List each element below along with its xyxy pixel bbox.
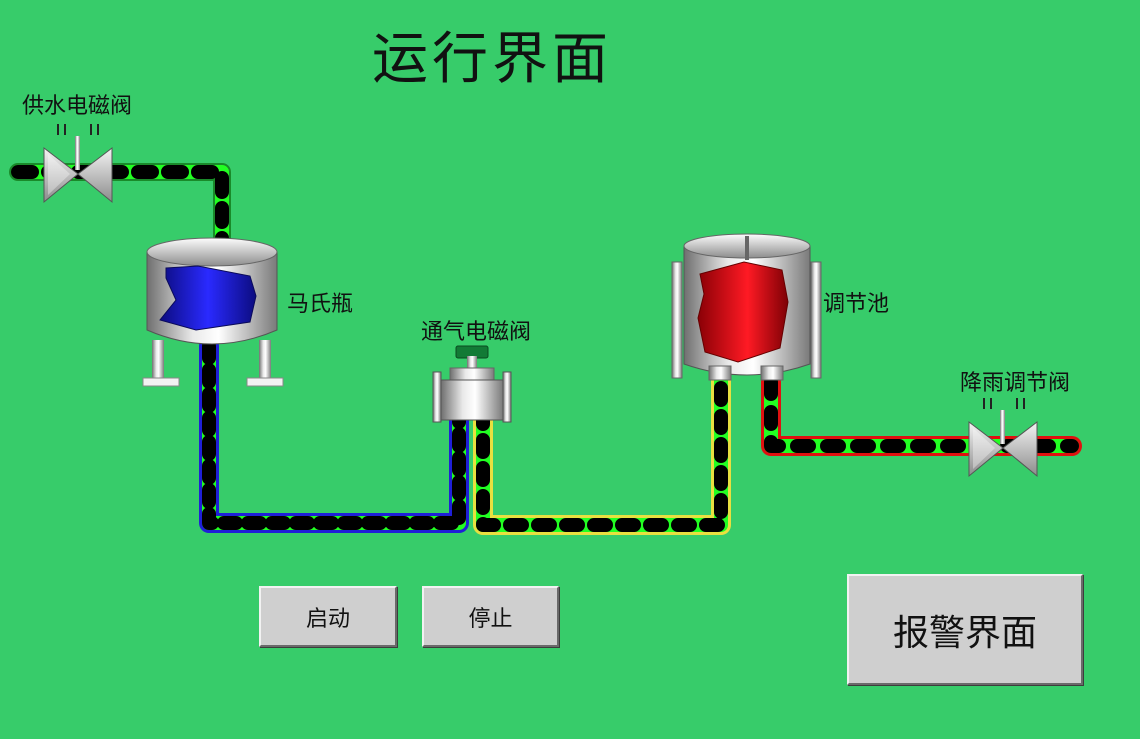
tank-liquid [697, 261, 789, 363]
page-title: 运行界面 [372, 27, 612, 92]
supply-valve-label: 供水电磁阀 [22, 94, 133, 119]
vent-to-tank-pipe [473, 368, 731, 535]
vent-valve-icon[interactable] [432, 345, 512, 423]
mariotte-bottle-label: 马氏瓶 [287, 292, 354, 317]
regulating-tank-label: 调节池 [823, 292, 890, 317]
rain-valve-icon[interactable] [968, 398, 1038, 478]
rain-valve-label: 降雨调节阀 [960, 371, 1071, 396]
mariotte-bottle-icon [142, 237, 284, 387]
bottle-liquid [159, 265, 257, 331]
stop-button[interactable]: 停止 [422, 586, 559, 647]
alarm-screen-button[interactable]: 报警界面 [847, 574, 1083, 685]
supply-valve-icon[interactable] [43, 124, 113, 204]
vent-valve-label: 通气电磁阀 [421, 320, 532, 345]
regulating-tank-icon [671, 233, 822, 381]
bottle-outlet-pipe [199, 336, 469, 533]
start-button[interactable]: 启动 [259, 586, 397, 647]
